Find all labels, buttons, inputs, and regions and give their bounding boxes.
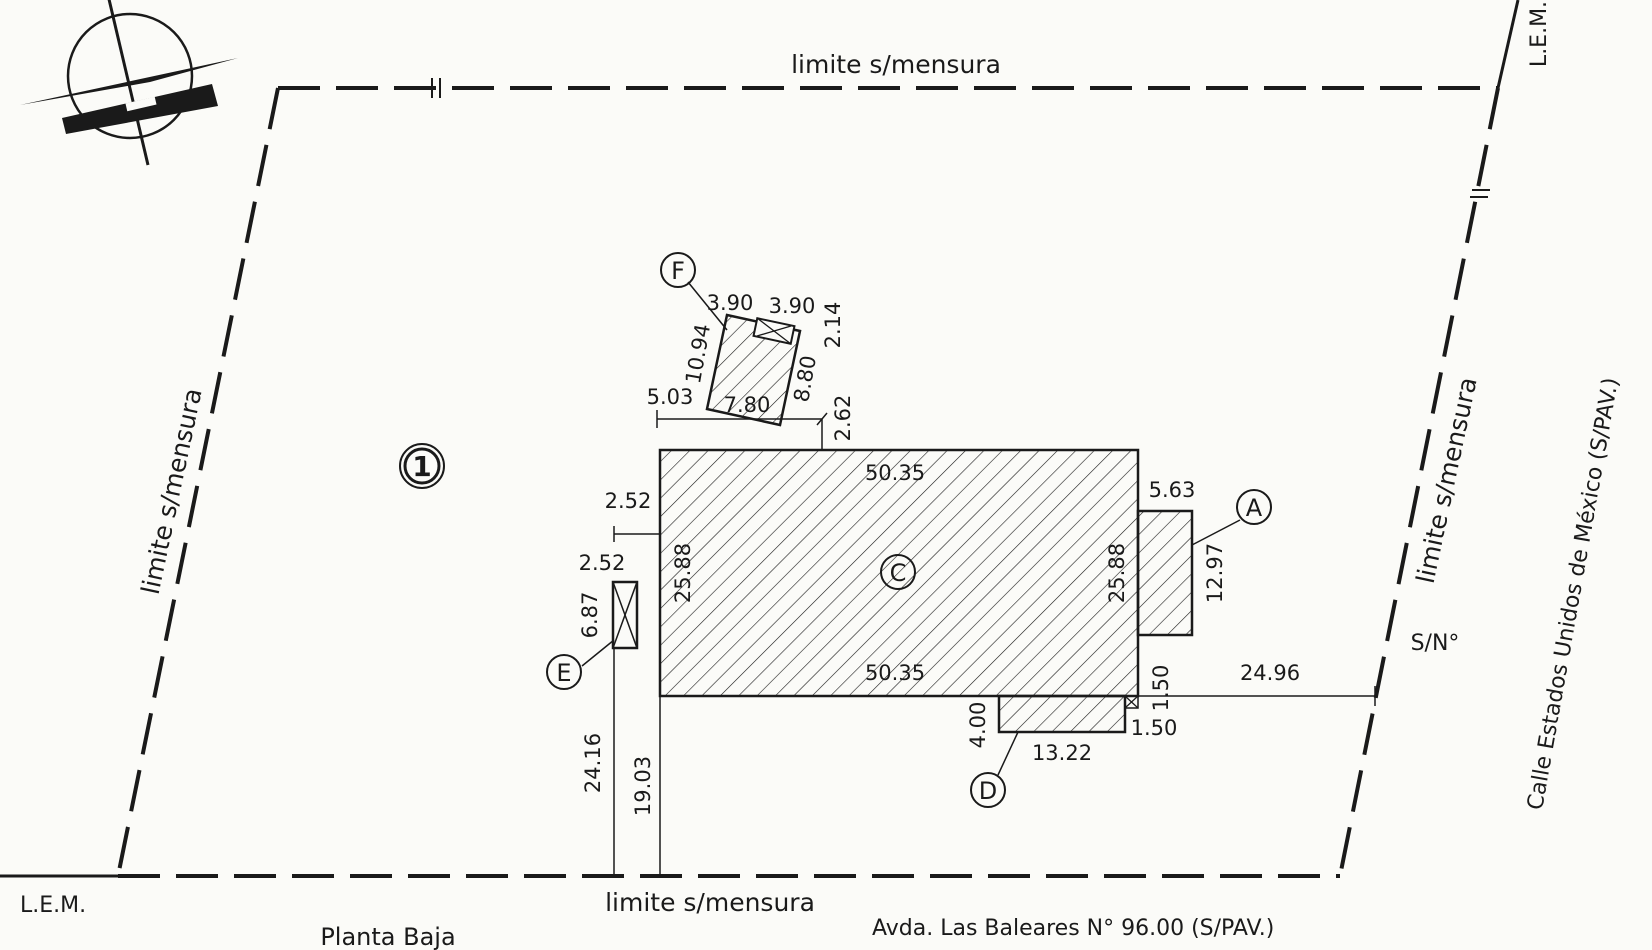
marker-a: A (1246, 494, 1263, 522)
street-right-label: Calle Estados Unidos de México (S/PAV.) (1523, 376, 1624, 812)
lem-lines (0, 0, 1520, 878)
marker-f: F (671, 257, 685, 285)
street-right-number: S/N° (1411, 631, 1460, 656)
north-arrow-icon (20, 0, 238, 166)
dim-f-top-left: 3.90 (707, 291, 754, 315)
building-e (611, 580, 639, 650)
building-c (658, 448, 1140, 698)
building-a (1136, 509, 1194, 637)
dim-a-depth: 12.97 (1203, 543, 1227, 603)
lem-label-bottom-left: L.E.M. (20, 893, 86, 918)
marker-c: C (890, 559, 907, 587)
dim-d-depth: 4.00 (966, 702, 990, 749)
lem-label-top-right: L.E.M. (1527, 1, 1552, 67)
dim-c-to-bottom: 19.03 (631, 756, 655, 816)
dim-f-offset-left: 5.03 (647, 385, 694, 409)
dim-a-width: 5.63 (1149, 478, 1196, 502)
dim-c-right: 25.88 (1105, 543, 1129, 603)
dim-f-left: 10.94 (681, 322, 715, 385)
dim-d-width: 13.22 (1032, 741, 1092, 765)
marker-e: E (556, 659, 571, 687)
dim-c-left: 25.88 (671, 543, 695, 603)
building-d (997, 694, 1127, 734)
top-edge-label: limite s/mensura (791, 50, 1001, 79)
markers: 1 C A D E F (399, 252, 1272, 808)
dim-f-bottom: 7.80 (724, 393, 771, 417)
dim-d-gap-right: 1.50 (1149, 665, 1173, 712)
street-bottom-label: Avda. Las Baleares N° 96.00 (S/PAV.) (872, 916, 1274, 941)
dim-c-top: 50.35 (865, 461, 925, 485)
dim-f-gap: 2.62 (831, 395, 855, 442)
dim-c-bottom: 50.35 (865, 661, 925, 685)
marker-d: D (979, 777, 997, 805)
dim-e-to-bottom: 24.16 (581, 733, 605, 793)
dim-e-width: 2.52 (579, 551, 626, 575)
right-edge-label: limite s/mensura (1411, 375, 1483, 586)
dim-f-right-upper: 2.14 (821, 302, 845, 349)
dim-right-street: 24.96 (1240, 661, 1300, 685)
lot-boundary (116, 78, 1500, 878)
buildings (611, 313, 1194, 734)
lot-number: 1 (412, 450, 431, 483)
dim-d-gap-bottom: 1.50 (1131, 716, 1178, 740)
bottom-edge-label: limite s/mensura (605, 888, 815, 917)
dim-e-depth: 6.87 (578, 592, 602, 639)
dim-e-gap: 2.52 (605, 489, 652, 513)
dimension-lines (581, 281, 1376, 876)
dim-f-top-right: 3.90 (769, 294, 816, 318)
drawing-title: Planta Baja (320, 923, 455, 950)
